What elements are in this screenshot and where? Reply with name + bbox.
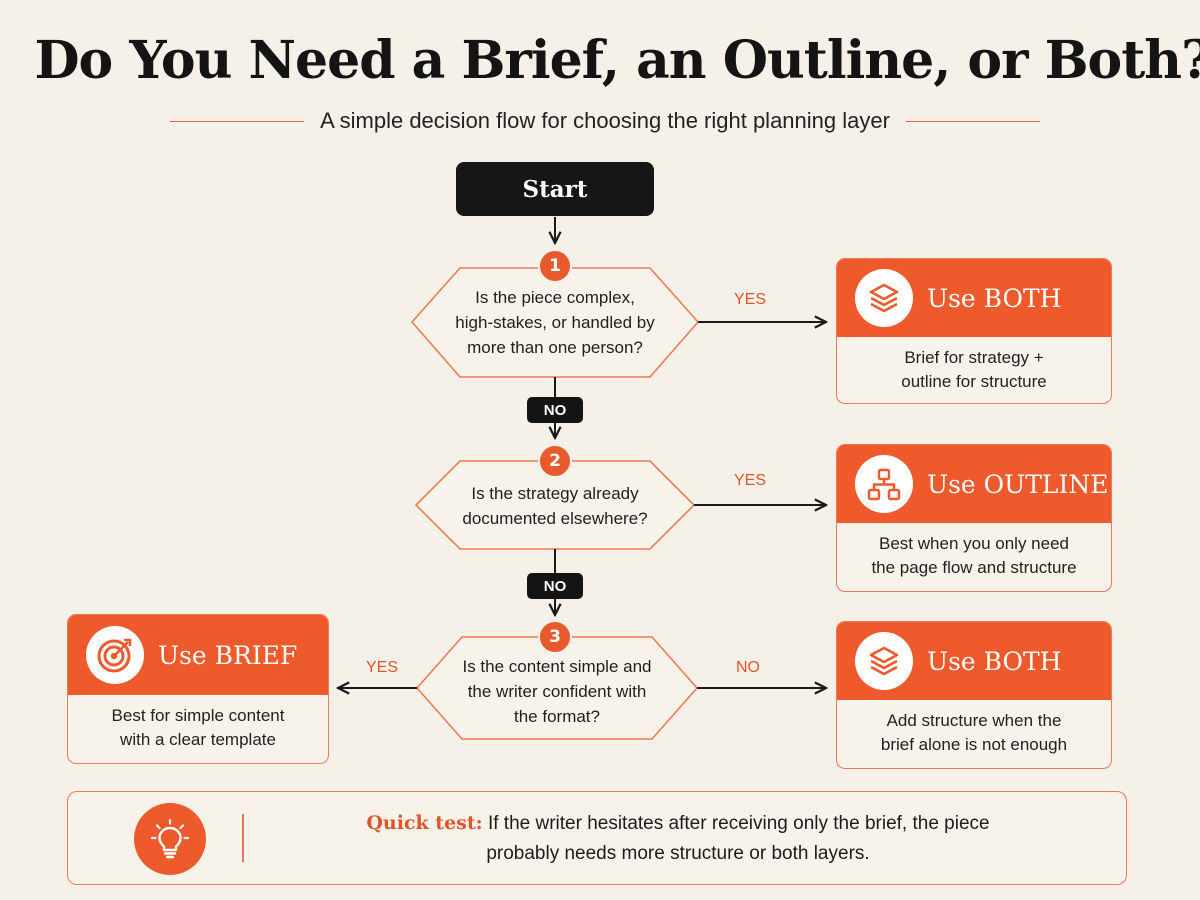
decision-1-line-1: Is the piece complex, [475,287,635,307]
edge-label-q3-yes: YES [366,659,399,676]
decision-question-2: Is the strategy already documented elsew… [430,478,680,534]
result-card-both-1: Use BOTH Brief for strategy + outline fo… [836,258,1112,404]
target-icon [86,626,144,684]
result-4-line-1: Add structure when the [886,711,1062,730]
result-description: Brief for strategy + outline for structu… [837,337,1111,394]
quick-test-label: Quick test: [366,812,483,834]
decision-1-line-2: high-stakes, or handled by [455,312,655,332]
step-number-1: 1 [538,249,572,283]
result-card-header: Use OUTLINE [837,445,1111,523]
result-description: Add structure when the brief alone is no… [837,700,1111,757]
result-1-line-2: outline for structure [901,372,1047,391]
edge-label-q2-yes: YES [734,472,767,489]
decision-1-line-3: more than one person? [467,337,643,357]
start-node: Start [456,162,654,216]
hierarchy-icon [855,455,913,513]
quick-test-sentence-1: If the writer hesitates after receiving … [487,813,990,834]
result-1-line-1: Brief for strategy + [904,348,1044,367]
edge-label-q1-yes: YES [734,291,767,308]
subtitle-rule-left [170,120,305,122]
decision-diamond-2 [414,460,696,550]
edge-label-q3-no: NO [736,659,760,676]
result-card-both-2: Use BOTH Add structure when the brief al… [836,621,1112,769]
quick-test-text: Quick test: If the writer hesitates afte… [268,808,1088,869]
page-subtitle: A simple decision flow for choosing the … [320,108,890,133]
decision-diamond-1 [410,267,700,378]
result-3-line-2: with a clear template [120,730,276,749]
result-description: Best when you only need the page flow an… [837,523,1111,580]
lightbulb-icon [134,803,206,875]
result-3-line-1: Best for simple content [111,706,285,725]
result-2-line-1: Best when you only need [879,534,1069,553]
layers-icon [855,632,913,690]
result-4-line-2: brief alone is not enough [880,735,1068,754]
result-card-header: Use BOTH [837,622,1111,700]
decision-question-3: Is the content simple and the writer con… [432,651,682,731]
quick-test-line-1: Quick test: If the writer hesitates afte… [268,808,1088,839]
decision-3-line-3: the format? [514,706,600,726]
result-card-outline: Use OUTLINE Best when you only need the … [836,444,1112,592]
result-card-header: Use BRIEF [68,615,328,695]
decision-2-line-2: documented elsewhere? [462,509,648,528]
edge-label-q1-no: NO [527,397,583,423]
decision-3-line-1: Is the content simple and [462,656,652,676]
quick-test-sentence-2: probably needs more structure or both la… [486,843,870,864]
quick-test-box: Quick test: If the writer hesitates afte… [67,791,1127,885]
step-number-2: 2 [538,444,572,478]
decision-2-line-1: Is the strategy already [471,484,639,503]
decision-3-line-2: the writer confident with [467,681,647,701]
result-2-line-2: the page flow and structure [871,558,1077,577]
result-card-brief: Use BRIEF Best for simple content with a… [67,614,329,764]
result-title: Use BOTH [927,283,1062,313]
subtitle-row: A simple decision flow for choosing the … [170,106,1040,136]
step-number-3: 3 [538,620,572,654]
page-title: Do You Need a Brief, an Outline, or Both… [34,30,1200,91]
result-card-header: Use BOTH [837,259,1111,337]
layers-icon [855,269,913,327]
edge-label-q2-no: NO [527,573,583,599]
result-title: Use BOTH [927,646,1062,676]
result-title: Use OUTLINE [927,469,1109,499]
decision-question-1: Is the piece complex, high-stakes, or ha… [430,282,680,362]
tip-divider [242,814,244,862]
result-description: Best for simple content with a clear tem… [68,695,328,752]
subtitle-rule-right [905,120,1040,122]
result-title: Use BRIEF [158,640,298,670]
